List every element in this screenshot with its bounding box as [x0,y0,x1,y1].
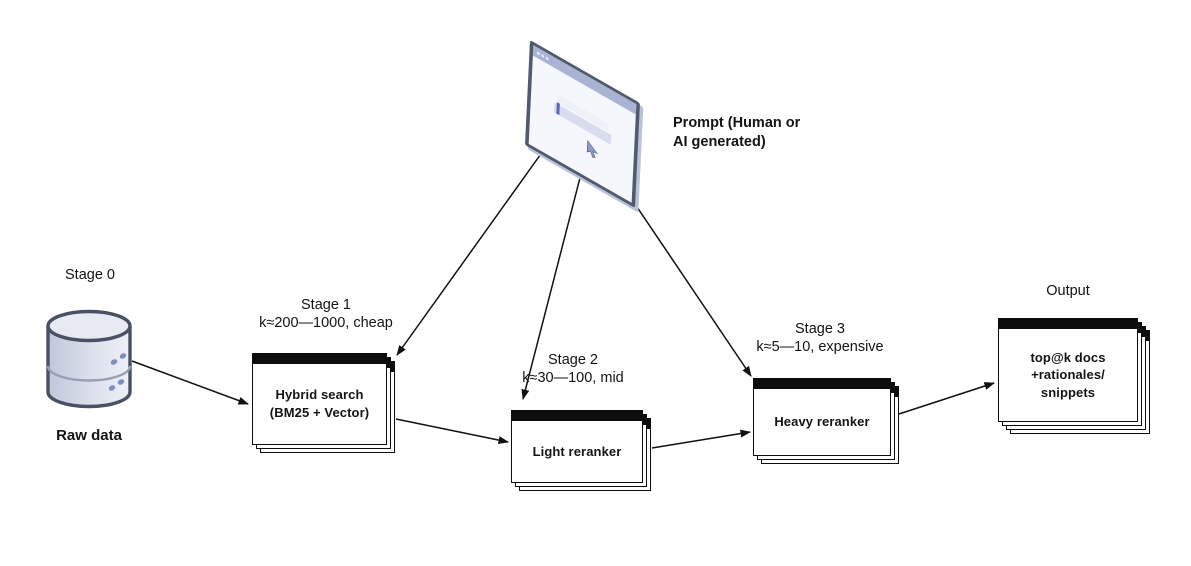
browser-window-icon [525,40,644,212]
output-title: Output [1046,283,1090,299]
window-titlebar [532,45,637,115]
arrow-stage1-to-stage2 [395,418,509,445]
stage3-label: Stage 3 k≈5—10, expensive [756,321,883,356]
stage0-caption: Raw data [56,427,122,444]
arrow-prompt-to-stage3 [634,203,752,377]
stage2-box: Light reranker [511,410,651,491]
stage3-subtitle: k≈5—10, expensive [756,338,884,355]
output-card: top@k docs +rationales/ snippets [998,318,1138,422]
stage0-title: Stage 0 [65,267,115,283]
arrow-stage2-to-stage3 [651,429,751,449]
search-bar [553,102,612,145]
stage3-card: Heavy reranker [753,378,891,456]
arrow-rawdata-to-stage1 [131,360,249,405]
prompt-label: Prompt (Human or AI generated) [673,115,801,150]
stage1-card: Hybrid search (BM25 + Vector) [252,353,387,445]
mouse-cursor-icon [586,139,599,158]
stage2-card: Light reranker [511,410,643,483]
stage2-title: Stage 2 [547,352,598,368]
database-icon [46,309,132,409]
database-dots [108,353,127,391]
stage2-label: Stage 2 k≈30—100, mid [522,352,623,387]
arrow-prompt-to-stage1 [396,150,544,356]
arrow-stage3-to-output [898,382,995,415]
output-box-label: top@k docs +rationales/ snippets [1030,349,1106,400]
output-box: top@k docs +rationales/ snippets [998,318,1150,434]
stage2-subtitle: k≈30—100, mid [522,369,624,386]
stage1-title: Stage 1 [300,297,351,313]
stage1-box: Hybrid search (BM25 + Vector) [252,353,395,453]
stage3-box-label: Heavy reranker [774,414,870,430]
arrow-prompt-to-stage2 [521,173,582,400]
stage3-title: Stage 3 [794,321,845,337]
stage3-box: Heavy reranker [753,378,899,464]
window-titlebar-dots [536,51,549,60]
window-content-line [557,94,609,132]
stage2-box-label: Light reranker [532,443,622,459]
stage1-box-label: Hybrid search (BM25 + Vector) [269,387,370,420]
stage1-label: Stage 1 k≈200—1000, cheap [259,297,393,332]
stage1-subtitle: k≈200—1000, cheap [259,314,393,331]
text-caret-icon [556,102,560,116]
